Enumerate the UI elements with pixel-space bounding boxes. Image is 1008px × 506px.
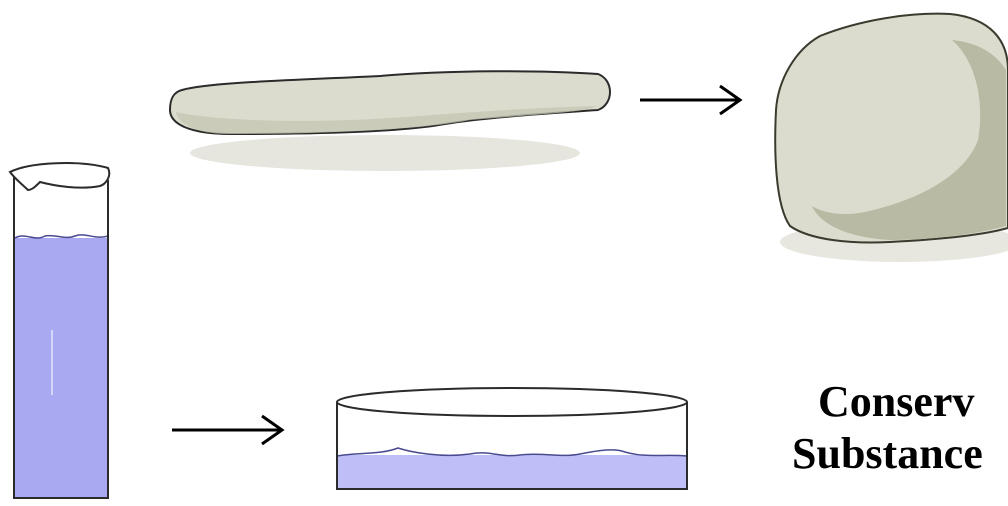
- arrow-to-clay-ball: [640, 86, 740, 114]
- flat-clay-slab: [170, 71, 610, 171]
- flat-clay-shadow: [190, 135, 580, 171]
- caption-line-1: Conserv: [792, 376, 1008, 428]
- caption: Conserv Substance: [792, 376, 1008, 480]
- arrow-to-wide-dish: [172, 416, 282, 444]
- clay-ball: [775, 14, 1008, 262]
- caption-line-2: Substance: [792, 428, 1008, 480]
- wide-dish-water: [337, 455, 687, 489]
- tall-cylinder: [10, 163, 109, 498]
- tall-cylinder-water-surface: [15, 235, 108, 238]
- wide-dish-rim: [337, 388, 687, 416]
- wide-dish-water-surface: [337, 448, 687, 456]
- tall-cylinder-water: [15, 238, 108, 498]
- tall-cylinder-rim: [10, 163, 109, 190]
- wide-dish: [337, 388, 687, 489]
